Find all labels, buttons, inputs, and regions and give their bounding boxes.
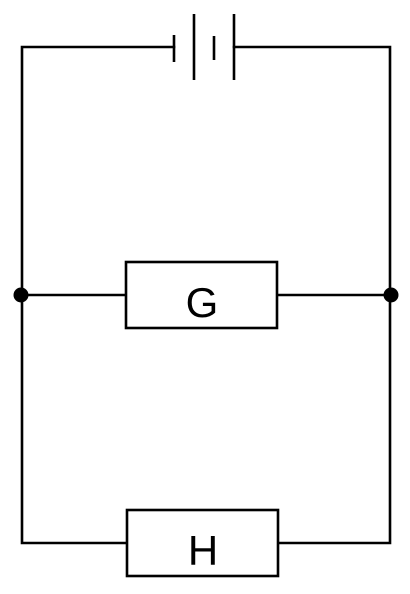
resistor-g-label: G bbox=[186, 279, 219, 326]
junction-left-dot bbox=[13, 287, 29, 303]
resistor-g: G bbox=[124, 260, 279, 330]
resistor-h: H bbox=[125, 508, 280, 578]
bottom-wire-left bbox=[20, 293, 129, 545]
bottom-wire-right bbox=[276, 293, 392, 545]
resistor-h-box bbox=[125, 508, 280, 578]
junction-right-dot bbox=[383, 287, 399, 303]
battery bbox=[172, 14, 236, 80]
resistor-g-box bbox=[124, 260, 279, 330]
resistor-h-label: H bbox=[188, 527, 218, 574]
top-wire-right bbox=[232, 45, 392, 297]
top-wire-left bbox=[20, 45, 176, 297]
